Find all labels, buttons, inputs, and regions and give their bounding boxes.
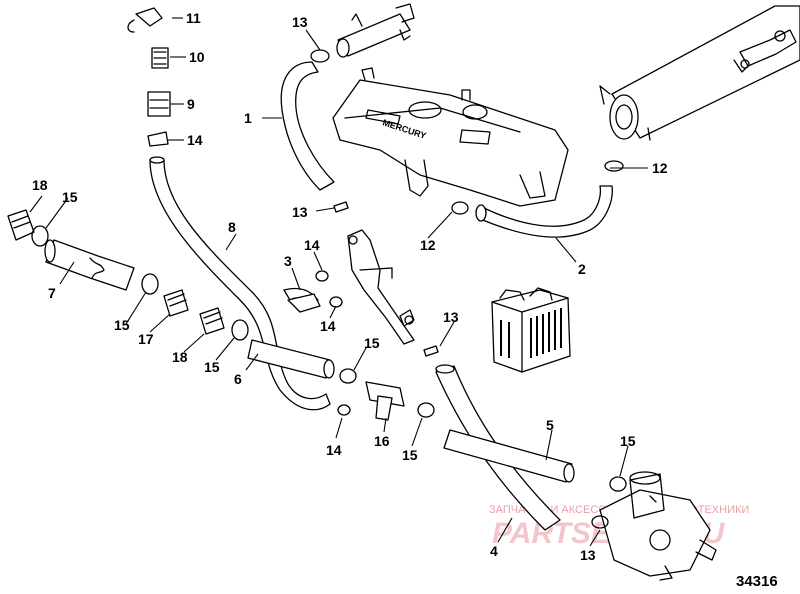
callout-14: 14 xyxy=(326,442,342,458)
hose-1 xyxy=(280,61,335,191)
leader-lines xyxy=(29,17,648,547)
callout-18: 18 xyxy=(32,177,48,193)
hose-7 xyxy=(44,239,135,291)
connector-13-center xyxy=(333,201,439,357)
fitting-17 xyxy=(163,289,189,317)
callout-12: 12 xyxy=(420,237,436,253)
callout-15: 15 xyxy=(204,359,220,375)
callout-labels: 11 10 9 14 13 1 13 12 12 2 8 3 14 14 13 … xyxy=(32,10,668,563)
callout-6: 6 xyxy=(234,371,242,387)
callout-15: 15 xyxy=(364,335,380,351)
clamp-15-mid xyxy=(141,273,159,295)
callout-3: 3 xyxy=(284,253,292,269)
cap-11 xyxy=(127,7,163,33)
clamp-13-bottom xyxy=(591,515,609,529)
filter-canister xyxy=(491,287,571,373)
callout-15: 15 xyxy=(620,433,636,449)
clamp-13-top xyxy=(310,49,330,63)
fitting-18-left xyxy=(7,209,35,241)
callout-14: 14 xyxy=(320,318,336,334)
clamp-12 xyxy=(451,160,624,215)
callout-8: 8 xyxy=(228,219,236,235)
clamp-15-b xyxy=(231,319,249,341)
callout-12: 12 xyxy=(652,160,668,176)
mounting-bracket xyxy=(347,229,415,345)
callout-14: 14 xyxy=(304,237,320,253)
callout-15: 15 xyxy=(114,317,130,333)
callout-13: 13 xyxy=(292,204,308,220)
callout-10: 10 xyxy=(189,49,205,65)
tee-fitting-16 xyxy=(365,381,405,421)
heat-exchanger-cylinder xyxy=(599,5,800,141)
callout-16: 16 xyxy=(374,433,390,449)
callout-18: 18 xyxy=(172,349,188,365)
callout-15: 15 xyxy=(62,189,78,205)
fitting-18-mid xyxy=(199,307,225,335)
callout-14: 14 xyxy=(187,132,203,148)
callout-15: 15 xyxy=(402,447,418,463)
callout-13: 13 xyxy=(443,309,459,325)
callout-9: 9 xyxy=(187,96,195,112)
callout-2: 2 xyxy=(578,261,586,277)
figure-part-number: 34316 xyxy=(736,573,778,590)
inlet-fitting-top xyxy=(336,3,415,58)
callout-1: 1 xyxy=(244,110,252,126)
callout-7: 7 xyxy=(48,285,56,301)
fitting-9 xyxy=(147,91,171,117)
clamp-15-left xyxy=(31,225,49,247)
callout-11: 11 xyxy=(186,10,201,26)
hose-3 xyxy=(283,287,321,313)
hose-5 xyxy=(443,429,575,483)
water-pump-assembly xyxy=(599,471,717,581)
clamp-14-top xyxy=(147,131,169,147)
exhaust-manifold: MERCURY xyxy=(332,67,569,207)
hose-6 xyxy=(247,339,335,379)
fitting-10 xyxy=(151,47,169,69)
callout-17: 17 xyxy=(138,331,154,347)
hose-8 xyxy=(149,156,331,411)
callout-13: 13 xyxy=(580,547,596,563)
callout-13: 13 xyxy=(292,14,308,30)
callout-4: 4 xyxy=(490,543,498,559)
clamp-14-center xyxy=(315,270,343,308)
hose-2 xyxy=(475,185,613,238)
clamp-14-lower xyxy=(337,404,351,416)
clamp-15-c xyxy=(339,368,627,492)
callout-5: 5 xyxy=(546,417,554,433)
